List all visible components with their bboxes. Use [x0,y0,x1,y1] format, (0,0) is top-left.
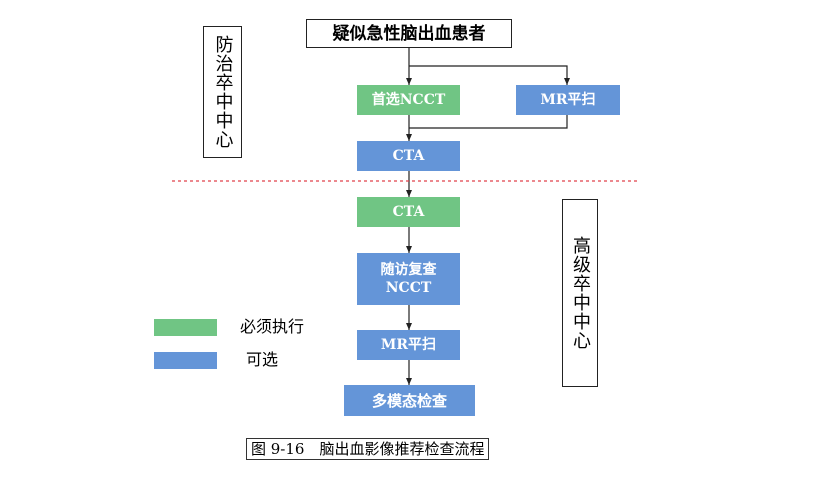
node-followup-ncct-line2: NCCT [385,280,432,296]
figure-caption: 图 9-16 脑出血影像推荐检查流程 [246,438,490,460]
node-mr-plain-2: MR平扫 [357,330,460,360]
node-cta-2-label: CTA [392,204,425,220]
section-stroke-center-label: 防治卒中中心 [212,35,234,149]
node-cta-2: CTA [357,197,460,227]
node-mr-plain-label: MR平扫 [540,92,596,108]
node-mr-plain: MR平扫 [516,85,620,115]
start-node: 疑似急性脑出血患者 [306,19,512,48]
node-ncct-first: 首选NCCT [357,85,460,115]
node-followup-ncct: 随访复查 NCCT [357,253,460,305]
node-multimodal: 多模态检查 [344,385,475,416]
section-advanced-stroke-center-label: 高级卒中中心 [570,236,591,350]
node-ncct-first-label: 首选NCCT [371,92,446,108]
node-cta-1: CTA [357,141,460,171]
legend-swatch-mandatory [154,319,217,336]
arrow-start-to-mr [409,65,570,85]
legend-label-optional: 可选 [246,350,279,369]
node-multimodal-label: 多模态检查 [371,391,447,410]
section-advanced-stroke-center: 高级卒中中心 [562,199,598,387]
start-node-label: 疑似急性脑出血患者 [332,23,486,44]
legend-label-mandatory: 必须执行 [240,317,305,336]
section-stroke-center: 防治卒中中心 [203,26,242,158]
node-cta-1-label: CTA [392,148,425,164]
arrow-mr-to-cta [409,115,568,129]
node-mr-plain-2-label: MR平扫 [380,337,437,353]
node-followup-ncct-line1: 随访复查 [380,262,437,278]
legend-swatch-optional [154,352,217,369]
